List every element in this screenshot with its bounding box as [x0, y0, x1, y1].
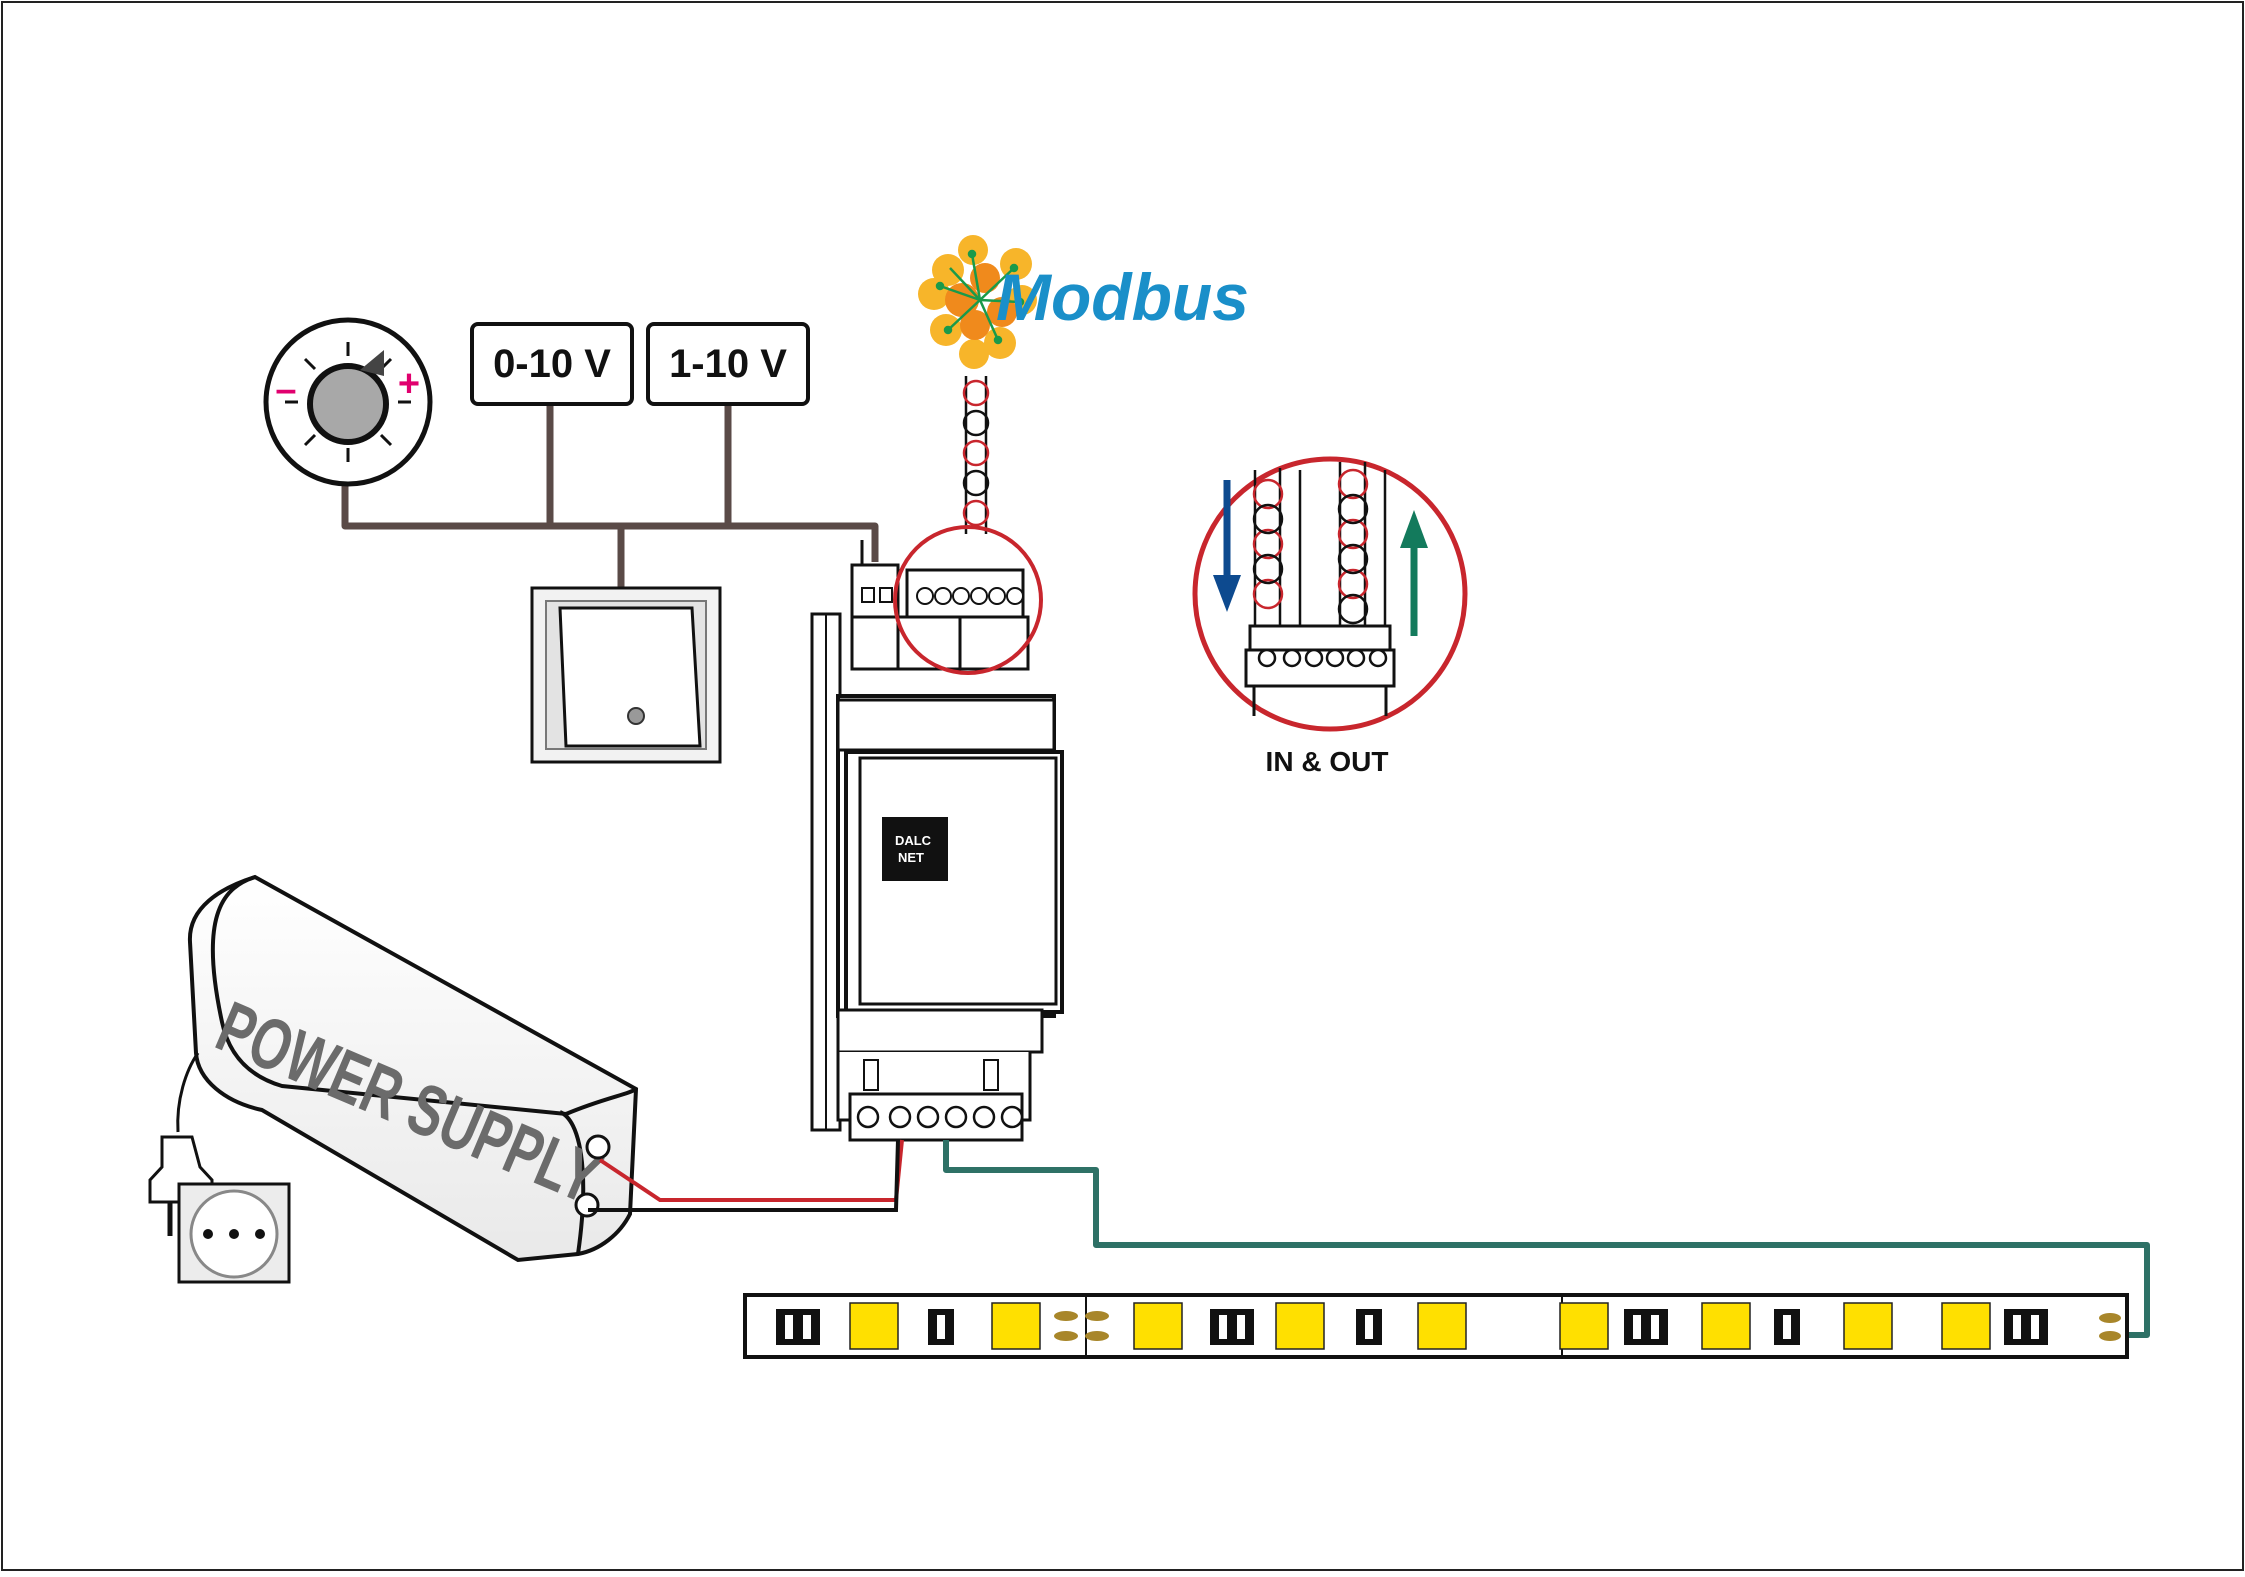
arrow-down-icon	[1213, 480, 1241, 612]
control-wiring	[341, 402, 879, 588]
in-out-detail: IN & OUT	[1192, 456, 1468, 777]
led-strip	[743, 1293, 2129, 1359]
brand-line-1: DALC	[895, 833, 932, 848]
modbus-twisted-cable	[962, 376, 990, 534]
output-wire	[943, 1140, 2150, 1338]
dimmer-minus-label: –	[275, 369, 296, 411]
modbus-logo-icon: Modbus	[918, 235, 1249, 369]
modbus-logo-text: Modbus	[996, 260, 1249, 334]
voltage-1-10-label: 1-10 V	[669, 342, 787, 386]
voltage-0-10-label: 0-10 V	[493, 342, 611, 386]
voltage-0-10-box: 0-10 V	[470, 322, 634, 406]
terminal-highlight-ring	[893, 525, 1043, 675]
arrow-up-icon	[1400, 510, 1428, 636]
push-button-icon	[530, 586, 722, 764]
dimmer-plus-label: +	[398, 363, 420, 405]
wall-socket-icon	[177, 1182, 291, 1284]
voltage-1-10-box: 1-10 V	[646, 322, 810, 406]
dalcnet-controller: DALC NET	[810, 540, 1064, 1142]
mains-cable	[176, 1052, 200, 1133]
power-wires	[588, 1139, 904, 1212]
rotary-dimmer-icon: – +	[263, 317, 433, 487]
in-out-label: IN & OUT	[1266, 746, 1389, 777]
brand-line-2: NET	[898, 850, 924, 865]
